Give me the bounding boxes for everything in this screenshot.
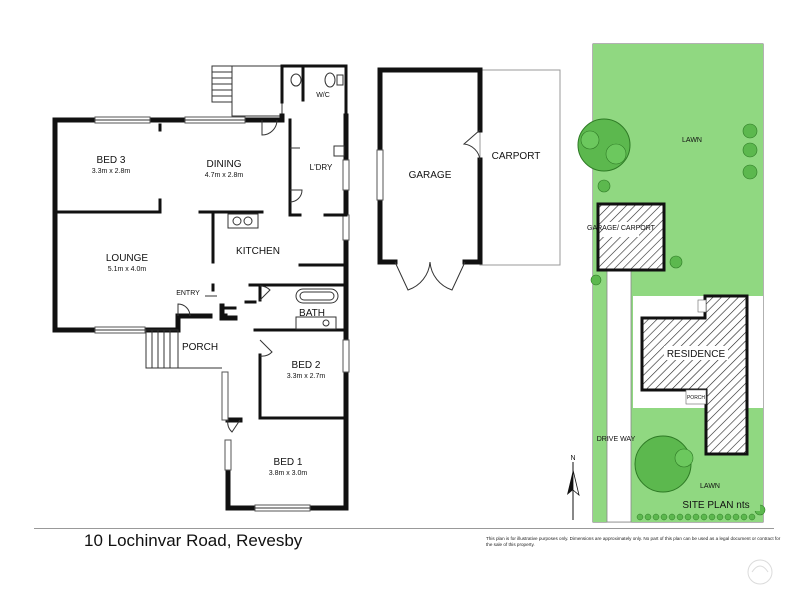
site-plan: LAWN GARAGE/ CARPORT RESIDENCE PORCH DRI… [577,43,766,523]
site-lawn-back-label: LAWN [682,137,702,144]
porch-label: PORCH [182,342,218,353]
kitchen-sink [227,213,259,229]
north-arrow-icon: N [567,455,580,520]
toilet [324,72,336,88]
entry-label: ENTRY [176,290,200,297]
garage-carport-plan: GARAGE CARPORT [376,67,561,291]
site-residence-label: RESIDENCE [667,349,726,360]
front-steps [145,329,179,369]
bed2-dims: 3.3m x 2.7m [287,373,326,380]
house-plan: BED 3 3.3m x 2.8m DINING 4.7m x 2.8m L'D… [52,64,350,512]
lounge-dims: 5.1m x 4.0m [108,266,147,273]
dining-dims: 4.7m x 2.8m [205,172,244,179]
disclaimer-text: This plan is for illustrative purposes o… [486,536,781,547]
wc-label: W/C [316,92,330,99]
bed2-label: BED 2 [292,360,321,371]
lounge-label: LOUNGE [106,253,149,264]
bed1-dims: 3.8m x 3.0m [269,470,308,477]
site-lawn-front-label: LAWN [700,483,720,490]
rear-landing [231,65,283,117]
wc-walls [280,64,348,118]
garage-walls [377,67,483,265]
carport-label: CARPORT [492,151,541,162]
agency-logo [747,559,773,585]
garage-door-swing [394,261,431,291]
bed3-label: BED 3 [97,155,126,166]
laundry-label: L'DRY [310,163,333,172]
kitchen-label: KITCHEN [236,246,280,257]
tree-icon [577,118,766,516]
driveway [606,269,632,523]
site-porch-label: PORCH [687,395,705,401]
site-plan-title: SITE PLAN nts [682,500,749,511]
property-address: 10 Lochinvar Road, Revesby [84,531,303,550]
laundry-tub [333,145,345,157]
site-driveway-label: DRIVE WAY [597,436,636,443]
door-swing [261,119,278,136]
hedge-icon [636,513,756,521]
basin [290,73,302,87]
carport-outline [479,69,561,266]
bed3-dims: 3.3m x 2.8m [92,168,131,175]
footer-divider [34,528,774,529]
bath-label: BATH [299,308,325,319]
bathtub [295,288,339,304]
bed1-label: BED 1 [274,457,303,468]
site-garage-label: GARAGE/ CARPORT [587,225,656,232]
dining-label: DINING [207,159,242,170]
north-label: N [570,455,575,462]
vanity [295,316,337,330]
garage-label: GARAGE [409,170,452,181]
